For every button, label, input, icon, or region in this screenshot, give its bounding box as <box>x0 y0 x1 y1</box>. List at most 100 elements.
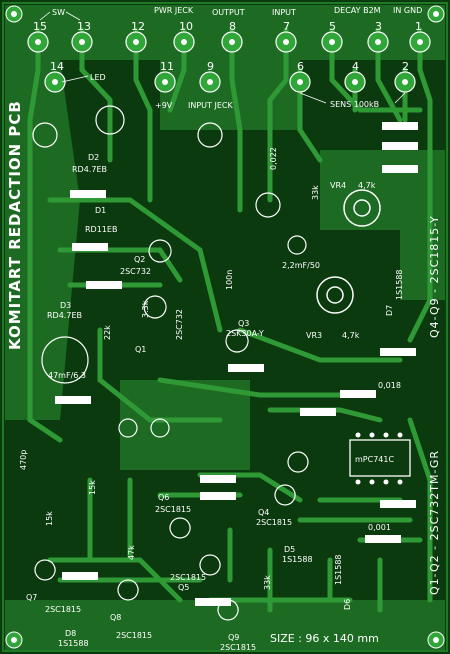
label-d5: D5 <box>284 545 295 554</box>
label-q4-type: 2SC1815 <box>256 518 292 527</box>
label-q9-type: 2SC1815 <box>220 643 256 652</box>
vertical-labels: 0,022 33k 100n 3.3k 22k 2SC732 D7 1S1588… <box>19 147 404 610</box>
label-d7-type: 1S1588 <box>395 269 404 300</box>
label-r47k-d: 47k <box>127 545 136 560</box>
resistor-bodies <box>55 122 418 606</box>
board-size: SIZE : 96 x 140 mm <box>270 632 379 645</box>
component-labels: D2 RD4.7EB 1k D1 RD11EB 1M 1M D3 RD4.7EB… <box>26 122 404 652</box>
label-mpc741c: mPC741C <box>355 455 394 464</box>
label-vr3: VR3 <box>306 331 322 340</box>
pad-5: 5 <box>329 20 336 33</box>
label-r15k-b: 15k <box>88 480 97 495</box>
pads-row-top <box>27 31 431 93</box>
label-q2: Q2 <box>134 255 145 264</box>
label-r1m-b: 1M <box>97 281 109 290</box>
label-d1: D1 <box>95 206 106 215</box>
label-cap-22: 2,2mF/50 <box>282 261 320 270</box>
label-pwr-jeck: PWR JECK <box>154 6 194 15</box>
label-sw: SW <box>52 8 65 17</box>
label-input-jeck: INPUT JECK <box>188 101 233 110</box>
trimmers <box>316 189 381 314</box>
label-cap-47mf: 47mF/6,3 <box>48 371 86 380</box>
label-r470k: 470k <box>236 364 256 373</box>
label-q3-type: 2SK30A-Y <box>226 329 264 338</box>
pad-9: 9 <box>207 60 214 73</box>
label-d8-type: 1S1588 <box>58 639 89 648</box>
label-in-gnd: IN GND <box>393 6 422 15</box>
label-r22k-b: 22k <box>103 325 112 340</box>
label-r470: 470 <box>200 598 215 607</box>
label-q5: Q5 <box>178 583 189 592</box>
label-d6: D6 <box>343 599 352 610</box>
side-text-top: Q4-Q9 - 2SC1815-Y <box>428 215 441 338</box>
pad-8: 8 <box>229 20 236 33</box>
label-d2: D2 <box>88 153 99 162</box>
pcb-title: KOMITART REDACTION PCB <box>6 100 24 350</box>
label-decay: DECAY B2M <box>334 6 381 15</box>
label-output: OUTPUT <box>212 8 245 17</box>
label-r1k-b: 1k <box>212 475 222 484</box>
header-labels: SW PWR JECK OUTPUT INPUT DECAY B2M IN GN… <box>52 6 422 110</box>
label-input: INPUT <box>272 8 296 17</box>
label-q7-type: 2SC1815 <box>45 605 81 614</box>
label-q9: Q9 <box>228 633 239 642</box>
label-r390k: 390k <box>346 390 366 399</box>
label-r33k: 33k <box>311 185 320 200</box>
label-r22k-a: 22k <box>63 396 78 405</box>
label-r100k: 100k <box>66 572 86 581</box>
label-c018: 0,018 <box>378 381 401 390</box>
copper-traces <box>27 27 433 613</box>
label-r1k-a: 1k <box>82 190 92 199</box>
ic-mpc741c <box>349 432 411 485</box>
label-9v: +9V <box>155 101 173 110</box>
pad-4: 4 <box>352 60 359 73</box>
label-470p: 470p <box>19 450 28 470</box>
pad-11: 11 <box>160 60 174 73</box>
label-d7: D7 <box>385 305 394 316</box>
label-r3k3: 3.3k <box>141 300 150 318</box>
label-r10k: 10k <box>388 165 403 174</box>
label-q7: Q7 <box>26 593 37 602</box>
pad-13: 13 <box>77 20 91 33</box>
label-r100n: 100n <box>225 270 234 290</box>
label-q5-type: 2SC1815 <box>170 573 206 582</box>
label-led: LED <box>90 73 106 82</box>
copper-pour <box>5 5 445 650</box>
pad-15: 15 <box>33 20 47 33</box>
pad-12: 12 <box>131 20 145 33</box>
label-r47k-c: 4,7k <box>385 142 403 151</box>
label-d5-type: 1S1588 <box>282 555 313 564</box>
label-r33k-b: 33k <box>263 575 272 590</box>
electrolytic-caps <box>32 105 309 473</box>
label-c001: 0,001 <box>368 523 391 532</box>
pad-1: 1 <box>415 20 422 33</box>
pad-10: 10 <box>179 20 193 33</box>
label-r1m-a: 1M <box>82 243 94 252</box>
label-q3: Q3 <box>238 319 249 328</box>
pad-numbers: 15 13 12 10 8 7 5 3 1 14 11 9 6 4 2 <box>33 20 422 73</box>
label-d3: D3 <box>60 301 71 310</box>
label-rd11eb: RD11EB <box>85 225 117 234</box>
label-q1-type: 2SC732 <box>175 309 184 340</box>
side-text-bottom: Q1-Q2 - 2SC732TM-GR <box>428 450 441 595</box>
label-r47k-a: 4,7k <box>205 492 223 501</box>
label-q1: Q1 <box>135 345 146 354</box>
label-r5k6: 5,6k <box>382 348 400 357</box>
label-rd47eb-b: RD4.7EB <box>47 311 82 320</box>
label-r220k: 220k <box>305 408 325 417</box>
label-r180k: 180k <box>384 500 404 509</box>
label-vr3-val: 4,7k <box>342 331 360 340</box>
label-d6-type: 1S1588 <box>334 554 343 585</box>
pad-3: 3 <box>375 20 382 33</box>
transistors <box>34 239 296 621</box>
label-q6: Q6 <box>158 493 169 502</box>
pad-14: 14 <box>50 60 64 73</box>
label-q4: Q4 <box>258 508 269 517</box>
label-vr4: VR4 <box>330 181 346 190</box>
label-d8: D8 <box>65 629 76 638</box>
label-rd47eb-a: RD4.7EB <box>72 165 107 174</box>
header-leader-lines <box>39 11 406 104</box>
pad-6: 6 <box>297 60 304 73</box>
pad-2: 2 <box>402 60 409 73</box>
